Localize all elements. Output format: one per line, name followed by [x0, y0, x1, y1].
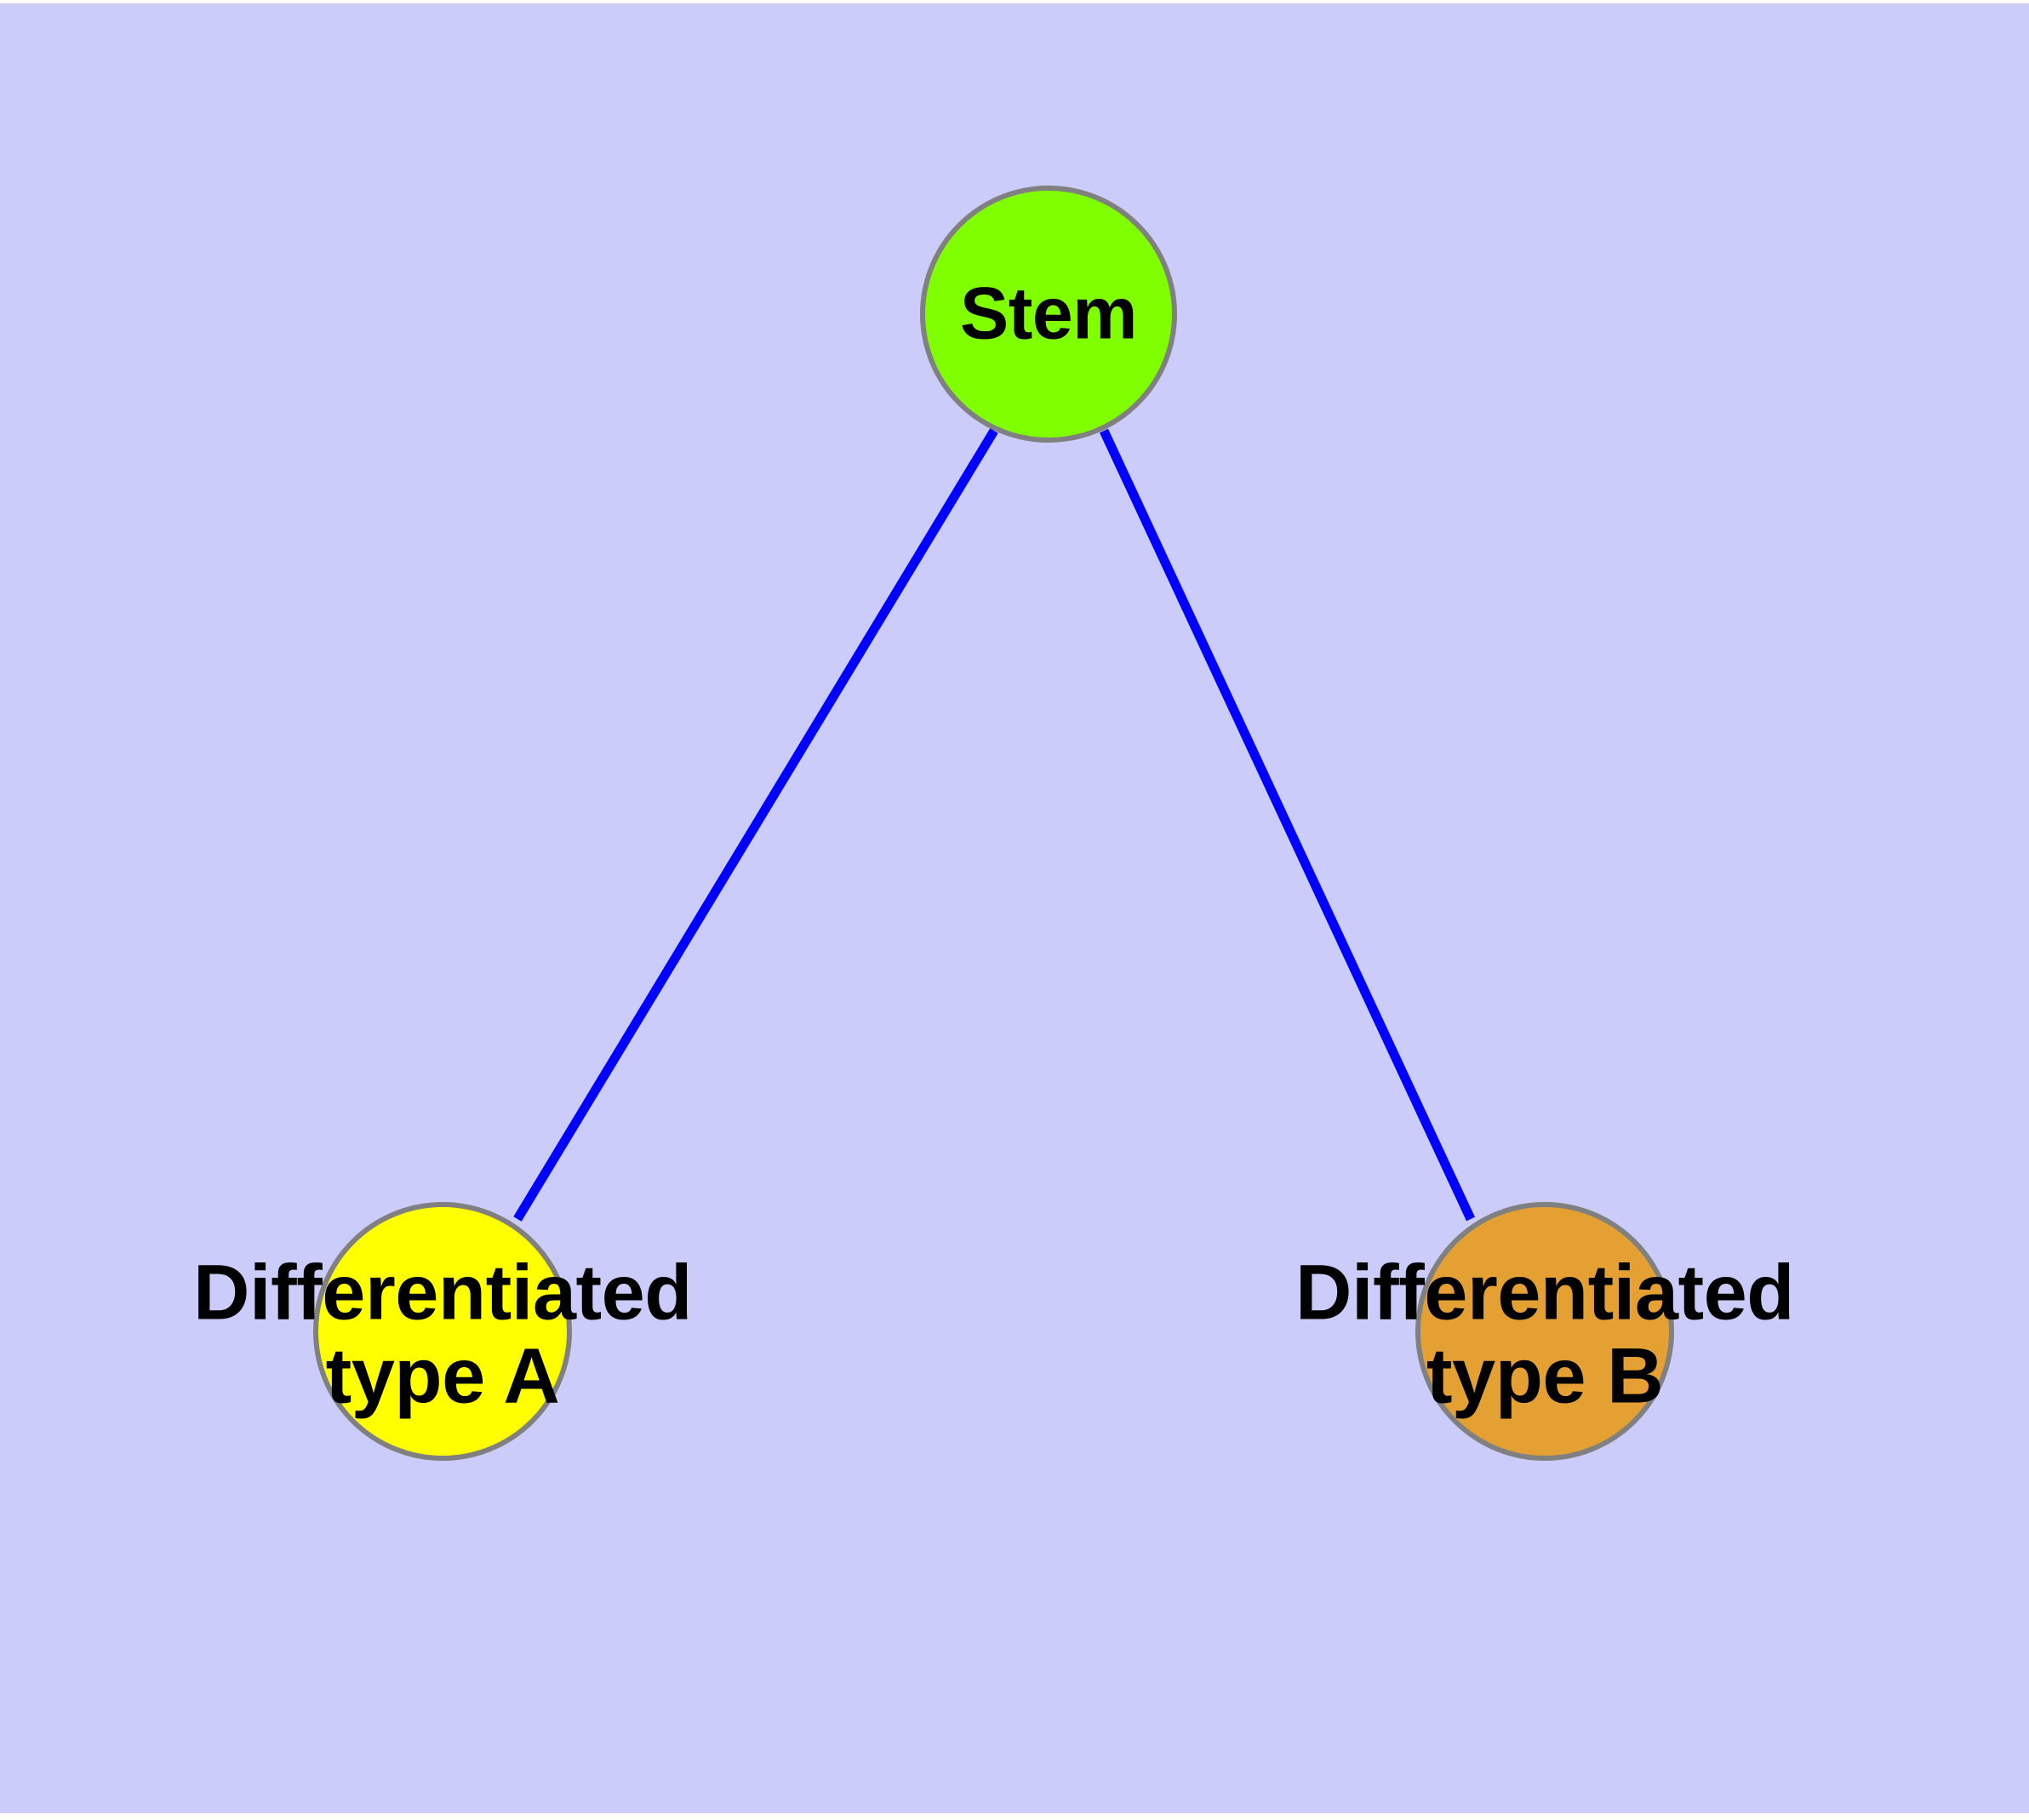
node-differentiated-type-b[interactable]: [1415, 1202, 1674, 1461]
node-stem[interactable]: [920, 186, 1177, 443]
edge-stem-diff-b: [1100, 428, 1475, 1222]
node-layer: [313, 186, 1674, 1461]
edge-stem-diff-a: [513, 428, 998, 1222]
edge-layer: [513, 428, 1475, 1222]
node-differentiated-type-a[interactable]: [313, 1202, 572, 1461]
